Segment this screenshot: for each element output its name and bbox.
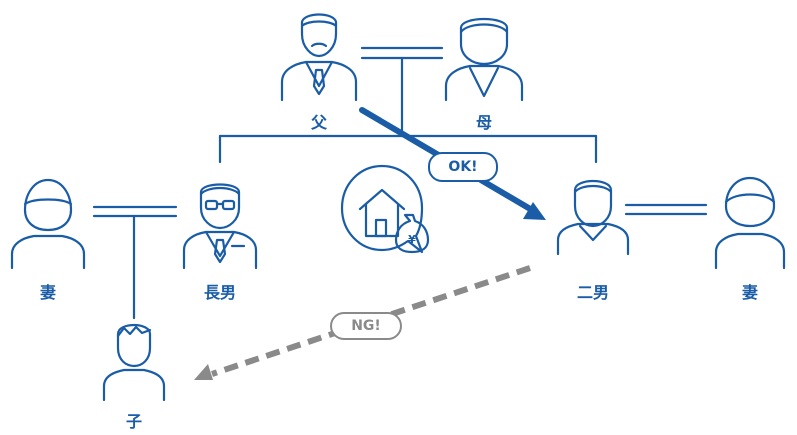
ok-badge: OK! — [428, 152, 498, 182]
father-figure-icon — [280, 13, 358, 102]
ng-badge: NG! — [330, 312, 402, 340]
eldest-son-wife-label: 妻 — [39, 283, 57, 302]
eldest-son-marriage-line — [92, 205, 178, 218]
second-son-marriage-line — [624, 203, 708, 216]
second-son-wife-figure-icon — [714, 176, 786, 270]
second-son-figure-icon — [556, 179, 630, 256]
eldest-son-label: 長男 — [203, 283, 237, 302]
mother-label: 母 — [475, 113, 493, 132]
eldest-son-wife-figure-icon — [10, 178, 86, 270]
house-and-money-bag-icon — [340, 164, 430, 254]
eldest-son-figure-icon — [182, 183, 258, 270]
mother-figure-icon — [444, 18, 524, 102]
yen-symbol: ¥ — [408, 233, 416, 246]
second-son-wife-label: 妻 — [741, 283, 759, 302]
child-figure-icon — [102, 323, 166, 402]
parents-marriage-line — [360, 46, 444, 60]
child-label: 子 — [125, 412, 143, 431]
second-son-label: 二男 — [576, 283, 610, 302]
children-connector-line — [218, 56, 598, 164]
father-label: 父 — [310, 113, 328, 132]
